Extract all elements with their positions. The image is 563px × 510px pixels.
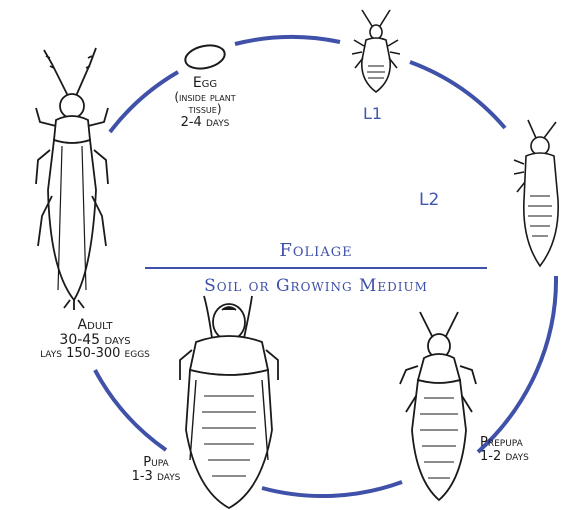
- adult-title: Adult: [0, 318, 190, 333]
- cycle-arc-egg-to-l1: [235, 37, 340, 44]
- prepupa-label: Prepupa 1-2 days: [480, 436, 560, 463]
- egg-title: Egg: [150, 76, 260, 91]
- cycle-arc-pupa-to-adult: [95, 370, 166, 450]
- cycle-arc-l1-to-l2: [410, 62, 505, 128]
- adult-duration: 30-45 days: [0, 333, 190, 348]
- foliage-label: Foliage: [145, 240, 487, 261]
- adult-egg-count: lays 150-300 eggs: [0, 347, 190, 361]
- soil-label: Soil or Growing Medium: [145, 276, 487, 296]
- egg-illustration: [183, 42, 227, 72]
- cycle-arc-prepupa-to-pupa: [262, 482, 402, 496]
- l2-larva-illustration: [514, 120, 558, 266]
- prepupa-illustration: [400, 312, 476, 500]
- egg-duration: 2-4 days: [150, 116, 260, 130]
- l1-larva-illustration: [352, 10, 400, 92]
- egg-location-line2: tissue): [150, 103, 260, 116]
- prepupa-title: Prepupa: [480, 436, 560, 450]
- pupa-title: Pupa: [126, 456, 186, 470]
- adult-label: Adult 30-45 days lays 150-300 eggs: [0, 318, 190, 361]
- l1-label: L1: [363, 104, 382, 123]
- egg-label: Egg (inside plant tissue) 2-4 days: [150, 76, 260, 130]
- prepupa-duration: 1-2 days: [480, 450, 560, 464]
- pupa-label: Pupa 1-3 days: [126, 456, 186, 483]
- pupa-illustration: [180, 296, 278, 508]
- l2-label: L2: [419, 190, 439, 210]
- adult-thrips-illustration: [36, 48, 108, 310]
- cycle-arc-l2-to-prepupa: [478, 276, 556, 452]
- pupa-duration: 1-3 days: [126, 470, 186, 484]
